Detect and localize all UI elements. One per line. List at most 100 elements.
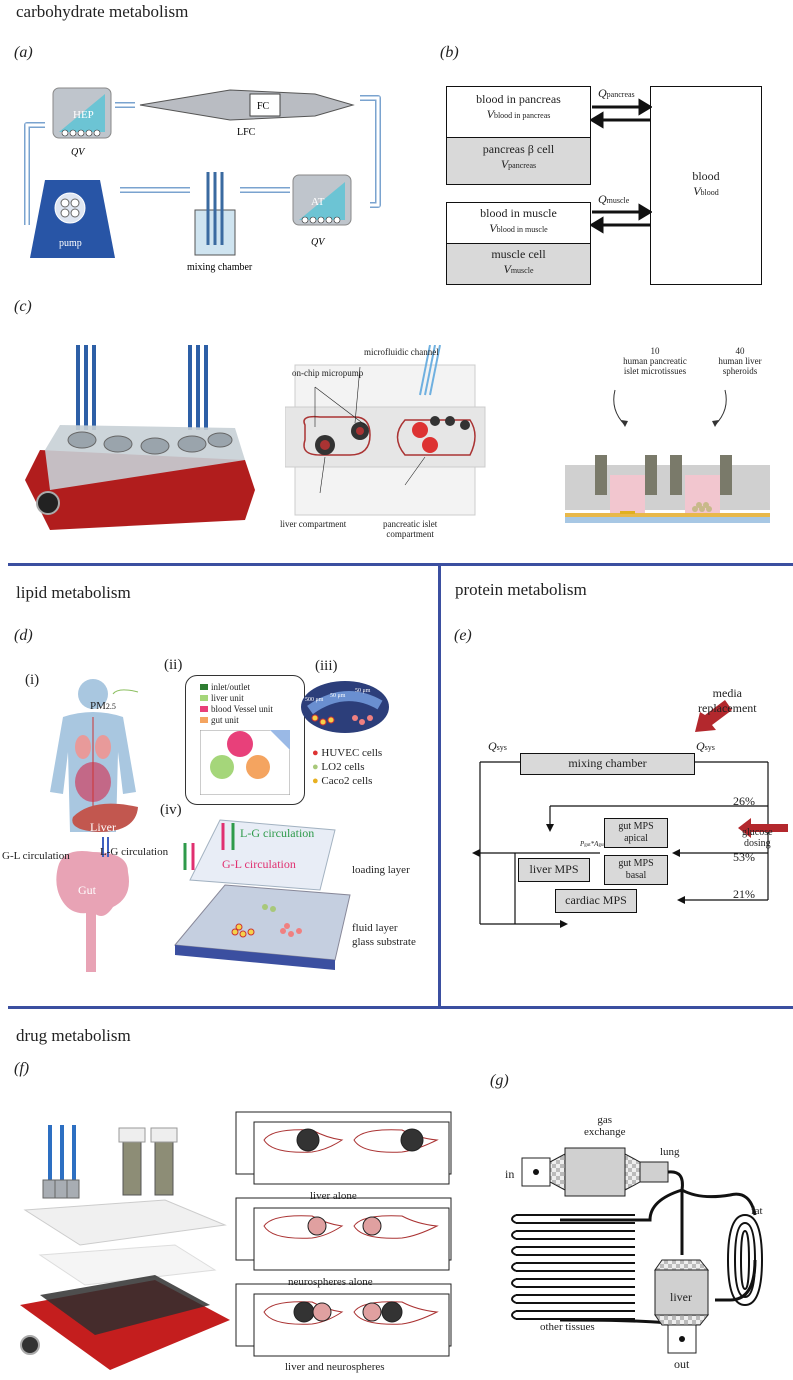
- c-micropump-label: on-chip micropump: [292, 368, 364, 378]
- d-body-figure: [50, 679, 139, 972]
- fc-label: FC: [257, 101, 270, 112]
- g-fat-label: fat: [751, 1205, 763, 1217]
- e-cardiac-mps: cardiac MPS: [555, 889, 637, 913]
- v-blood-muscle-sub: blood in muscle: [496, 225, 548, 234]
- panel-g-pbpk-diagram: [511, 1147, 764, 1354]
- glucose-arrow: [738, 818, 788, 838]
- media-arrow: [695, 700, 732, 732]
- d-cell-legend: ● HUVEC cells ● LO2 cells ● Caco2 cells: [312, 746, 382, 788]
- section-title-protein: protein metabolism: [455, 580, 587, 599]
- pancreas-cell-label: pancreas β cell: [482, 142, 555, 156]
- f-config-both: [235, 1283, 452, 1357]
- panel-label-a: (a): [14, 44, 33, 61]
- at-label: AT: [311, 196, 325, 208]
- v-muscle: V: [503, 262, 511, 276]
- lfc-chamber: [139, 89, 355, 121]
- d-cell-zoom: [301, 681, 389, 733]
- d-pm25: PM2.5: [90, 700, 116, 712]
- divider-bottom: [8, 1006, 793, 1009]
- panel-b-arrows: [590, 98, 652, 234]
- d-legend-item-liver: liver unit: [200, 693, 273, 704]
- panel-label-f: (f): [14, 1060, 30, 1077]
- gut-shape: [56, 851, 130, 916]
- muscle-cell-label: muscle cell: [491, 247, 546, 261]
- v-muscle-sub: muscle: [510, 266, 534, 275]
- v-blood-pancreas-sub: blood in pancreas: [493, 111, 551, 120]
- d-legend: inlet/outlet liver unit blood Vessel uni…: [200, 682, 273, 726]
- d-cell-huvec: ● HUVEC cells: [312, 747, 383, 759]
- panel-c-chip-render: [25, 345, 255, 530]
- box-blood-in-muscle: blood in muscle Vblood in muscle: [446, 202, 591, 244]
- section-title-carbohydrate: carbohydrate metabolism: [16, 2, 189, 21]
- f-label-both: liver and neurospheres: [285, 1361, 385, 1373]
- g-liver: [654, 1269, 709, 1316]
- g-other-tissues-label: other tissues: [540, 1321, 595, 1333]
- v-pancreas: V: [500, 157, 509, 171]
- d-legend-item-inlet: inlet/outlet: [200, 682, 273, 693]
- e-pgut-agut: Pgut*Agut: [580, 840, 605, 848]
- panel-label-e: (e): [454, 627, 472, 644]
- e-percent-26: 26%: [733, 794, 755, 808]
- f-label-liver-alone: liver alone: [310, 1190, 357, 1202]
- d-scale-1: 500 μm: [305, 697, 324, 703]
- panel-a-diagram: HEP QV FC LFC AT QV mixing chamber pump: [24, 87, 381, 273]
- panel-f-chip-exploded: [20, 1125, 230, 1370]
- q-pancreas: Qpancreas: [598, 86, 635, 100]
- blood-in-muscle-label: blood in muscle: [480, 206, 557, 220]
- e-percent-21: 21%: [733, 887, 755, 901]
- e-percent-53: 53%: [733, 850, 755, 864]
- d-loading-layer: loading layer: [352, 864, 410, 876]
- d-label-i: (i): [25, 672, 40, 688]
- d-fluid-layer: fluid layer: [352, 922, 398, 934]
- g-lung: [639, 1161, 669, 1183]
- d-cell-lo2: ● LO2 cells: [312, 761, 365, 773]
- g-out-label: out: [674, 1357, 690, 1371]
- panel-c-chip-schematic: [285, 345, 486, 516]
- c-channel-label: microfluidic channel: [364, 347, 439, 357]
- d-liver-label: Liver: [90, 820, 116, 834]
- d-label-ii: (ii): [164, 657, 183, 673]
- panel-c-cross-section: [565, 389, 770, 523]
- panel-label-c: (c): [14, 298, 32, 315]
- d-layer-stack: [174, 819, 351, 970]
- f-label-neuro-alone: neurospheres alone: [288, 1276, 373, 1288]
- box-pancreas-cell: pancreas β cell Vpancreas: [446, 137, 591, 185]
- d-chip-units: [200, 730, 290, 795]
- g-gas-exchange: [564, 1147, 626, 1197]
- g-liver-label: liver: [670, 1290, 692, 1304]
- v-blood-sub: blood: [700, 188, 719, 197]
- v-blood-muscle: V: [489, 221, 497, 235]
- pump-label: pump: [59, 238, 82, 249]
- panel-label-b: (b): [440, 44, 459, 61]
- v-blood: V: [693, 184, 701, 198]
- box-blood: blood Vblood: [650, 86, 762, 285]
- d-label-iv: (iv): [160, 802, 182, 818]
- g-lung-label: lung: [660, 1146, 680, 1158]
- d-label-iii: (iii): [315, 658, 338, 674]
- f-config-liver: [235, 1111, 452, 1185]
- d-gl-circulation: G-L circulation: [2, 850, 70, 862]
- e-qsys-left: Qsys: [488, 739, 507, 753]
- divider-vertical: [438, 565, 441, 1008]
- d-lg-circulation: L-G circulation: [100, 846, 169, 858]
- lfc-label: LFC: [237, 127, 256, 138]
- mixing-label: mixing chamber: [187, 262, 253, 273]
- box-muscle-cell: muscle cell Vmuscle: [446, 243, 591, 285]
- section-title-lipid: lipid metabolism: [16, 583, 131, 602]
- section-title-drug: drug metabolism: [16, 1026, 131, 1045]
- d-gut-label: Gut: [78, 883, 96, 897]
- d-scale-2: 50 μm: [330, 693, 346, 699]
- e-qsys-right: Qsys: [696, 739, 715, 753]
- d-legend-item-vessel: blood Vessel unit: [200, 704, 273, 715]
- blood-in-pancreas-label: blood in pancreas: [476, 92, 561, 106]
- box-blood-in-pancreas: blood in pancreas Vblood in pancreas: [446, 86, 591, 138]
- d-lg-circulation-2: L-G circulation: [240, 826, 315, 840]
- d-legend-item-gut: gut unit: [200, 715, 273, 726]
- d-scale-3: 50 μm: [355, 688, 371, 694]
